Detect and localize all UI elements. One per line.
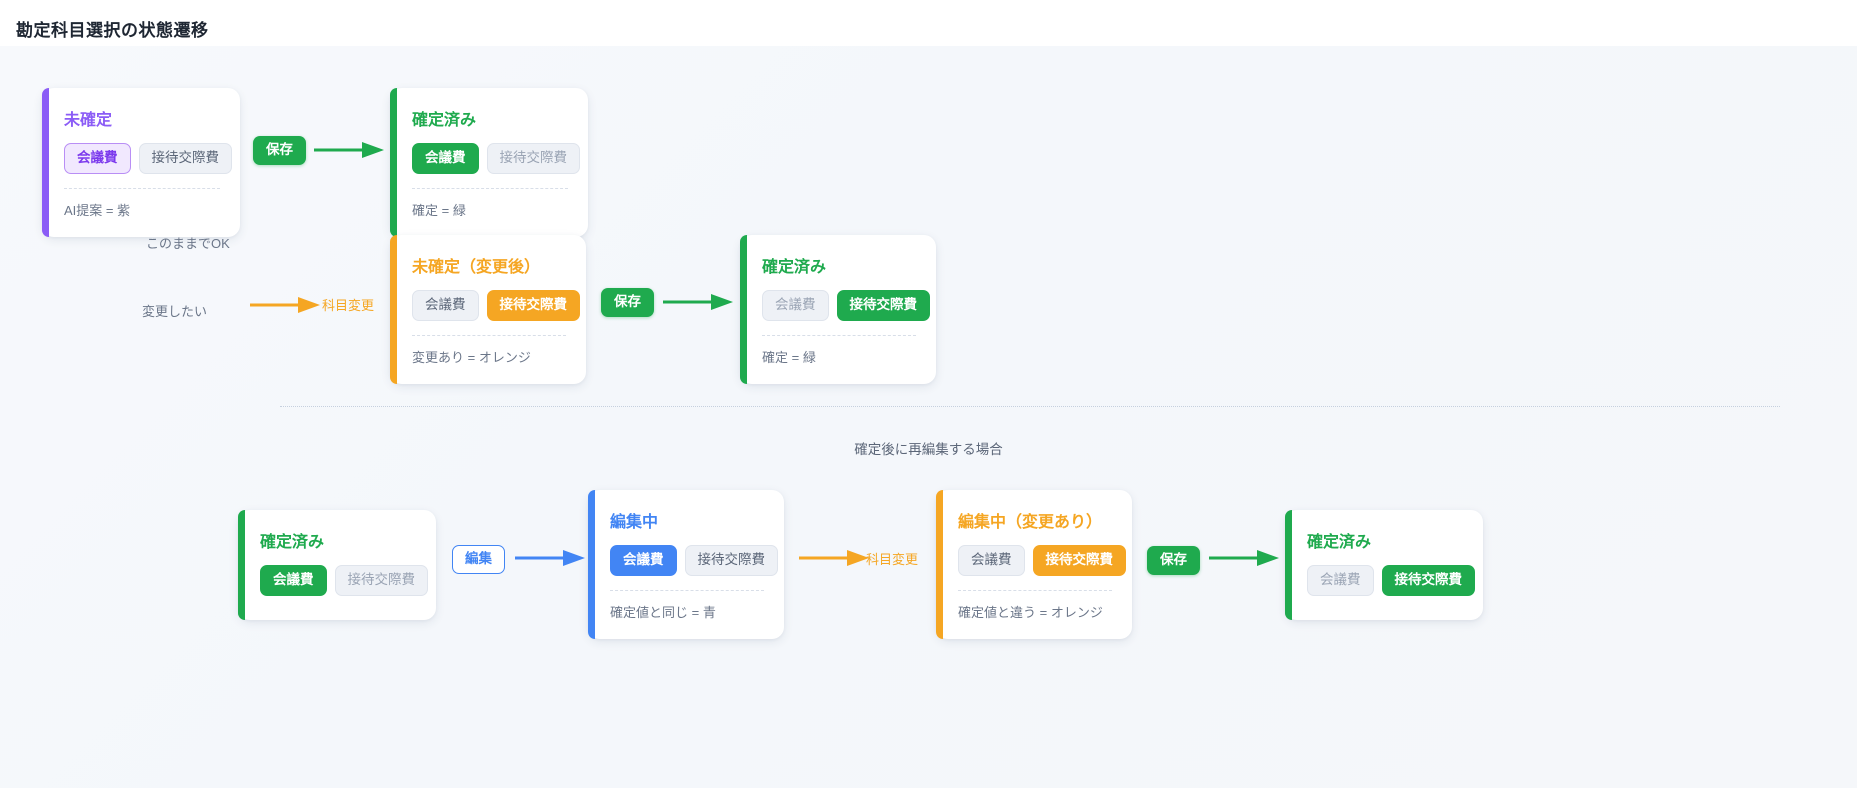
card-divider — [412, 334, 566, 336]
card-confirmed-bottom: 確定済み 会議費 接待交際費 — [238, 510, 436, 620]
chip-entertainment-expense[interactable]: 接待交際費 — [836, 290, 930, 321]
arrow-green-2 — [663, 294, 733, 310]
card-note: 確定値と違う = オレンジ — [958, 604, 1103, 620]
chip-meeting-expense[interactable]: 会議費 — [260, 565, 327, 596]
chip-meeting-expense[interactable]: 会議費 — [958, 545, 1025, 576]
chip-group: 会議費 接待交際費 — [958, 545, 1126, 576]
card-divider — [412, 187, 568, 189]
label-change-item-2: 科目変更 — [866, 552, 919, 567]
card-title: 未確定（変更後） — [412, 259, 541, 276]
card-note: AI提案 = 紫 — [64, 202, 131, 218]
card-title: 確定済み — [412, 112, 477, 129]
label-keep-as-is: このままでOK — [146, 236, 230, 251]
card-title: 編集中（変更あり） — [958, 514, 1103, 531]
diagram-canvas: 未確定 会議費 接待交際費 AI提案 = 紫 保存 確定済み 会議費 接待交際費… — [0, 46, 1857, 788]
card-confirmed-entertainment: 確定済み 会議費 接待交際費 確定 = 緑 — [740, 235, 936, 384]
card-undetermined: 未確定 会議費 接待交際費 AI提案 = 紫 — [42, 88, 240, 237]
chip-meeting-expense[interactable]: 会議費 — [1307, 565, 1374, 596]
chip-group: 会議費 接待交際費 — [1307, 565, 1475, 596]
card-note: 確定 = 緑 — [412, 202, 466, 218]
section-divider — [280, 406, 1780, 407]
card-title: 確定済み — [1307, 534, 1372, 551]
arrow-orange-2 — [799, 550, 869, 566]
card-editing-same: 編集中 会議費 接待交際費 確定値と同じ = 青 — [588, 490, 784, 639]
arrow-green-1 — [314, 142, 384, 158]
card-title: 確定済み — [762, 259, 827, 276]
section-caption: 確定後に再編集する場合 — [854, 442, 1003, 457]
chip-group: 会議費 接待交際費 — [762, 290, 930, 321]
chip-entertainment-expense[interactable]: 接待交際費 — [486, 290, 580, 321]
chip-meeting-expense[interactable]: 会議費 — [412, 290, 479, 321]
chip-entertainment-expense[interactable]: 接待交際費 — [334, 565, 428, 596]
card-undetermined-changed: 未確定（変更後） 会議費 接待交際費 変更あり = オレンジ — [390, 235, 586, 384]
chip-entertainment-expense[interactable]: 接待交際費 — [684, 545, 778, 576]
chip-group: 会議費 接待交際費 — [610, 545, 778, 576]
chip-meeting-expense[interactable]: 会議費 — [610, 545, 677, 576]
chip-group: 会議費 接待交際費 — [64, 143, 232, 174]
card-title: 未確定 — [64, 112, 113, 129]
chip-meeting-expense[interactable]: 会議費 — [412, 143, 479, 174]
card-divider — [610, 589, 764, 591]
label-change-item-1: 科目変更 — [322, 298, 375, 313]
card-confirmed-final: 確定済み 会議費 接待交際費 — [1285, 510, 1483, 620]
card-note: 変更あり = オレンジ — [412, 349, 531, 365]
card-divider — [958, 589, 1112, 591]
edit-button[interactable]: 編集 — [452, 545, 505, 574]
chip-entertainment-expense[interactable]: 接待交際費 — [1032, 545, 1126, 576]
chip-group: 会議費 接待交際費 — [260, 565, 428, 596]
chip-entertainment-expense[interactable]: 接待交際費 — [1381, 565, 1475, 596]
chip-meeting-expense[interactable]: 会議費 — [64, 143, 131, 174]
chip-group: 会議費 接待交際費 — [412, 143, 580, 174]
label-want-to-change: 変更したい — [142, 304, 208, 319]
card-title: 編集中 — [610, 514, 659, 531]
chip-entertainment-expense[interactable]: 接待交際費 — [138, 143, 232, 174]
card-confirmed-meeting: 確定済み 会議費 接待交際費 確定 = 緑 — [390, 88, 588, 237]
card-title: 確定済み — [260, 534, 325, 551]
save-button-2[interactable]: 保存 — [601, 288, 654, 317]
chip-meeting-expense[interactable]: 会議費 — [762, 290, 829, 321]
card-divider — [762, 334, 916, 336]
arrow-blue-1 — [515, 550, 585, 566]
save-button-1[interactable]: 保存 — [253, 136, 306, 165]
card-note: 確定値と同じ = 青 — [610, 604, 716, 620]
arrow-green-3 — [1209, 550, 1279, 566]
card-divider — [64, 187, 220, 189]
page-title: 勘定科目選択の状態遷移 — [16, 21, 209, 40]
chip-entertainment-expense[interactable]: 接待交際費 — [486, 143, 580, 174]
save-button-3[interactable]: 保存 — [1147, 546, 1200, 575]
chip-group: 会議費 接待交際費 — [412, 290, 580, 321]
card-editing-changed: 編集中（変更あり） 会議費 接待交際費 確定値と違う = オレンジ — [936, 490, 1132, 639]
card-note: 確定 = 緑 — [762, 349, 816, 365]
arrow-orange-1 — [250, 297, 320, 313]
